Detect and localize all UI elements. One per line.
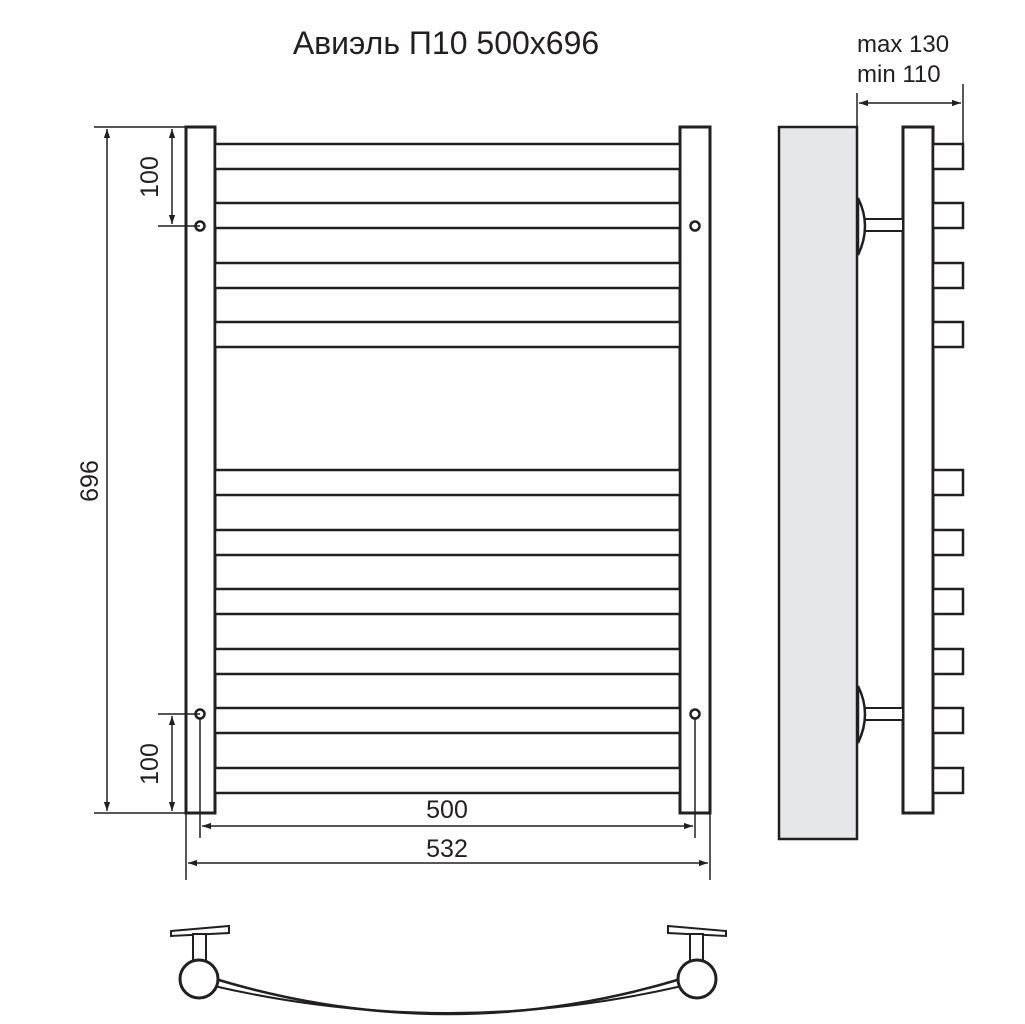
rung-5	[213, 468, 682, 497]
rung-8	[213, 647, 682, 676]
bottom-offset-dimension-label: 100	[136, 743, 164, 785]
top-offset-dimension-label: 100	[136, 156, 164, 198]
rung-end-4	[931, 320, 965, 349]
rung-end-6	[931, 528, 965, 557]
top-view-post-left	[178, 958, 220, 1000]
wall-distance-max-label: max 130	[857, 31, 949, 58]
rung-4	[213, 320, 682, 349]
wall-bracket-bottom	[856, 685, 904, 744]
wall	[777, 125, 859, 841]
rung-3	[213, 261, 682, 290]
drawing-title: Авиэль П10 500x696	[293, 25, 599, 61]
wall-distance-min-label: min 110	[857, 61, 941, 88]
rung-end-7	[931, 587, 965, 616]
rung-6	[213, 528, 682, 557]
curved-rail	[211, 976, 685, 1016]
total-width-dimension-label: 532	[426, 835, 468, 863]
front-view	[184, 125, 712, 815]
rung-end-10	[931, 766, 965, 795]
wall-plate-left	[170, 924, 230, 938]
rung-end-1	[931, 142, 965, 171]
rung-end-3	[931, 261, 965, 290]
side-post	[901, 125, 935, 815]
rung-end-9	[931, 706, 965, 735]
connection-point-top-right	[689, 220, 701, 232]
rung-9	[213, 706, 682, 735]
top-view	[170, 924, 727, 1016]
wall-bracket-top	[856, 197, 904, 256]
rung-end-8	[931, 647, 965, 676]
rung-end-2	[931, 201, 965, 230]
height-dimension-label: 696	[76, 460, 104, 502]
rung-7	[213, 587, 682, 616]
rung-end-5	[931, 468, 965, 497]
top-view-post-right	[676, 958, 718, 1000]
rung-10	[213, 766, 682, 795]
rung-1	[213, 142, 682, 171]
rung-ends	[931, 142, 965, 795]
connection-width-dimension-label: 500	[426, 796, 468, 824]
connection-point-bottom-right	[689, 708, 701, 720]
front-dimensions: 696 100 100 500 532	[76, 126, 711, 880]
side-view: max 130 min 110	[777, 31, 965, 841]
wall-plate-right	[667, 924, 727, 938]
rungs	[213, 142, 682, 795]
rung-2	[213, 201, 682, 230]
